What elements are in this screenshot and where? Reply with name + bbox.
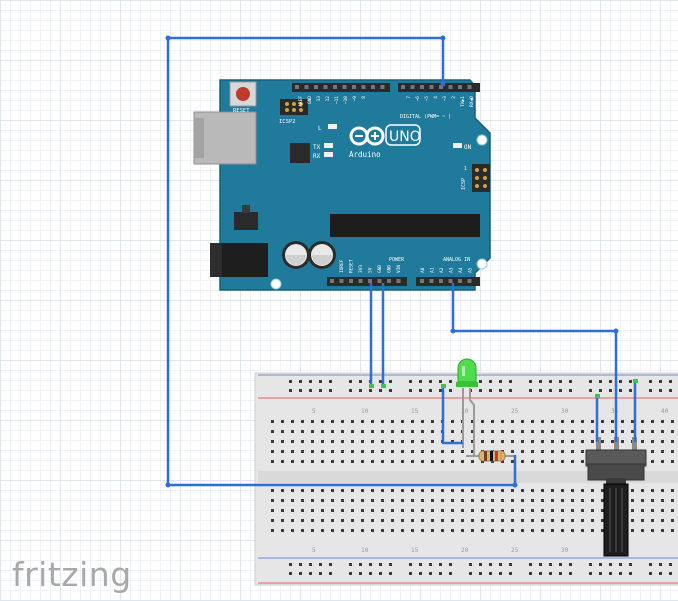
- digital-pin-label: ~6: [415, 96, 421, 102]
- led-on: [453, 143, 462, 148]
- potentiometer[interactable]: [585, 437, 647, 557]
- atmega328-chip: [330, 214, 480, 237]
- led-l: [328, 124, 337, 129]
- mounting-hole: [476, 258, 488, 270]
- wire-a3-to-pot[interactable]: [451, 283, 618, 442]
- digital-pin-label: 2: [451, 96, 457, 99]
- digital-pin-label: ~9: [352, 96, 358, 102]
- digital-pin-label: 4: [433, 96, 439, 99]
- analog-header: [416, 277, 480, 286]
- power-header: [327, 277, 407, 286]
- column-number: 15: [411, 547, 419, 554]
- bottom-power-rail-holes: [289, 563, 672, 575]
- wire-digital-to-breadboard[interactable]: [166, 36, 517, 487]
- analog-label: ANALOG IN: [443, 257, 470, 263]
- digital-pin-label: RX◀0: [469, 96, 475, 107]
- digital-pin-label: 8: [361, 96, 367, 99]
- digital-pin-label: ~5: [424, 96, 430, 102]
- usb-connector: [193, 111, 257, 165]
- wires: [166, 36, 637, 487]
- icsp2-header: [280, 99, 308, 115]
- center-channel: [258, 471, 678, 483]
- arduino-logo-icon: [349, 126, 385, 146]
- analog-pin-label: A3: [449, 267, 455, 273]
- analog-pin-label: A0: [420, 267, 426, 273]
- power-pin-label: IOREF: [339, 259, 345, 273]
- digital-pin-label: 12: [325, 96, 331, 102]
- column-number: 10: [361, 408, 369, 415]
- voltage-regulator: [234, 205, 258, 230]
- resistor[interactable]: [466, 450, 516, 462]
- reset-label: RESET: [233, 108, 250, 114]
- power-jack: [210, 243, 268, 277]
- green-led[interactable]: [456, 358, 478, 457]
- power-label: POWER: [389, 257, 405, 263]
- digital-pin-holes: [295, 85, 472, 89]
- power-pin-label: GND: [377, 265, 383, 273]
- mounting-hole: [476, 134, 488, 146]
- capacitor: [308, 241, 336, 269]
- led-rx-label: RX: [313, 153, 321, 160]
- digital-pin-label: ~10: [343, 96, 349, 104]
- digital-pin-label: GND: [307, 96, 313, 104]
- analog-pin-label: A5: [468, 267, 474, 273]
- column-number: 25: [511, 547, 519, 554]
- power-pin-label: 3V3: [358, 265, 364, 273]
- uno-label: UNO: [389, 129, 421, 145]
- icsp-header: [472, 164, 490, 192]
- mounting-hole: [270, 278, 282, 290]
- power-pin-label: 5V: [368, 267, 374, 273]
- digital-pin-label: AREF: [298, 96, 304, 107]
- digital-label: DIGITAL (PWM= ~ ): [400, 114, 451, 120]
- analog-pin-label: A1: [430, 267, 436, 273]
- column-number: 5: [312, 408, 316, 415]
- analog-pin-label: A2: [439, 267, 445, 273]
- column-number: 40: [661, 408, 669, 415]
- capacitor: [282, 241, 310, 269]
- column-number: 20: [461, 408, 469, 415]
- analog-pin-label: A4: [458, 267, 464, 273]
- led-rx: [324, 152, 333, 157]
- on-label: ON: [464, 144, 472, 151]
- icsp-label: ICSP: [461, 178, 467, 190]
- fritzing-watermark: fritzing: [12, 555, 132, 594]
- led-tx-label: TX: [313, 144, 321, 151]
- column-number: 30: [561, 408, 569, 415]
- column-number: 15: [411, 408, 419, 415]
- digital-pin-label: 7: [406, 96, 412, 99]
- column-number: 30: [561, 547, 569, 554]
- brand-label: Arduino: [349, 150, 381, 159]
- column-number: 20: [461, 547, 469, 554]
- wire-endpoints: [165, 35, 619, 488]
- usb-chip: [290, 143, 310, 163]
- icsp-pin-one: 1: [464, 166, 467, 172]
- bottom-pin-holes: [330, 279, 472, 283]
- reset-button[interactable]: [229, 81, 257, 107]
- digital-pin-label: TX▶1: [460, 96, 466, 107]
- column-number: 25: [511, 408, 519, 415]
- power-pin-label: VIN: [396, 265, 402, 273]
- led-l-label: L: [318, 125, 322, 132]
- power-pin-label: GND: [387, 265, 393, 273]
- column-number: 10: [361, 547, 369, 554]
- digital-pin-label: ~11: [334, 96, 340, 104]
- column-number: 5: [312, 547, 316, 554]
- digital-pin-label: ~3: [442, 96, 448, 102]
- wire-led-to-rail[interactable]: [441, 385, 463, 445]
- icsp2-label: ICSP2: [279, 119, 296, 125]
- led-tx: [324, 143, 333, 148]
- digital-pin-label: 13: [316, 96, 322, 102]
- power-pin-label: RESET: [349, 259, 355, 273]
- connection-highlights: [369, 379, 638, 398]
